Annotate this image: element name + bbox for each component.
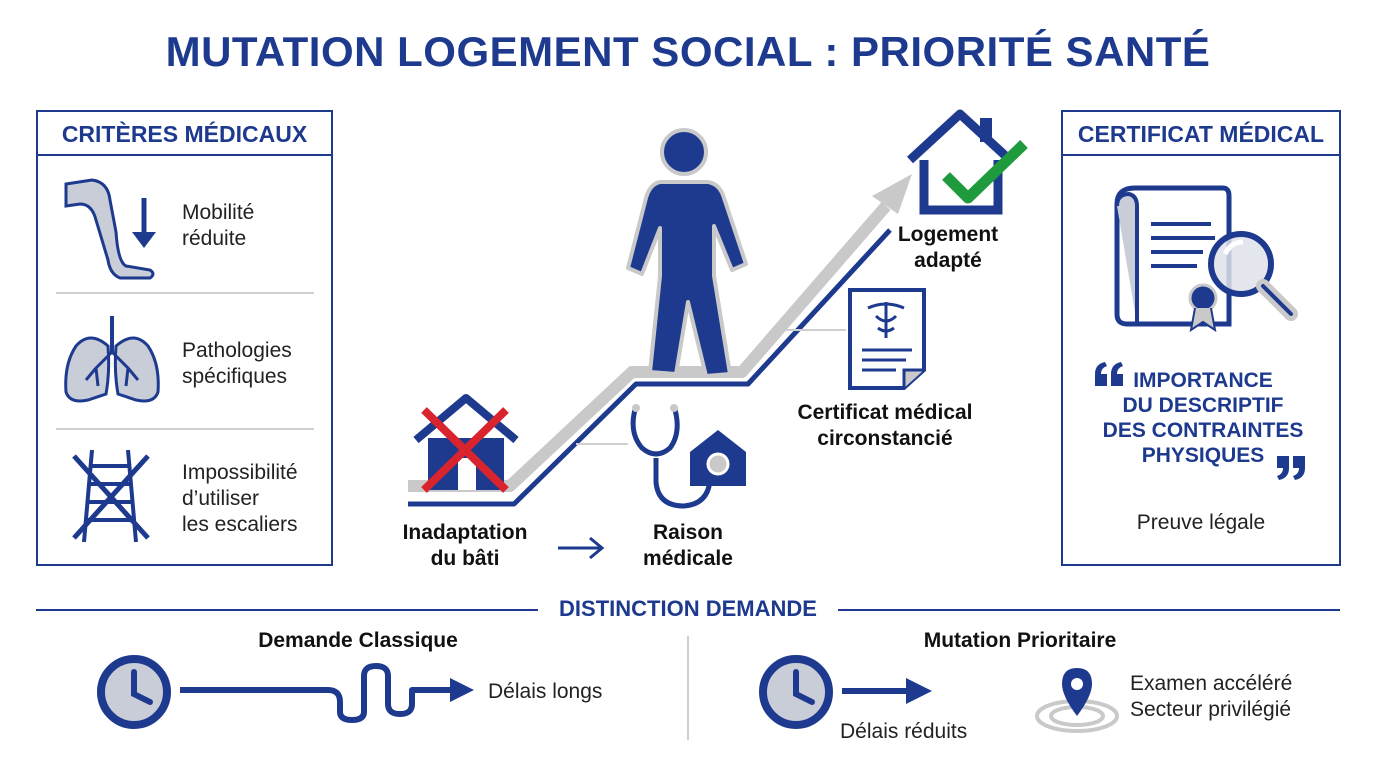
distinction-heading: DISTINCTION DEMANDE	[559, 596, 817, 621]
criteria-separator	[56, 428, 314, 430]
priority-benefits: Examen accéléré Secteur privilégié	[1130, 672, 1293, 721]
checked-house-icon	[906, 109, 1028, 215]
person-icon	[626, 128, 748, 378]
location-pin-icon	[1035, 668, 1119, 733]
section-rule-right	[838, 609, 1340, 611]
leg-icon	[64, 178, 156, 280]
criteria-item-pathologies: Pathologies spécifiques	[182, 339, 292, 388]
certificate-proof-label: Preuve légale	[1136, 511, 1266, 534]
start-label: Inadaptation du bâti	[402, 521, 528, 570]
lungs-icon	[64, 316, 160, 403]
clock-icon	[97, 655, 171, 729]
scroll-magnifier-icon	[1114, 185, 1298, 333]
middle-label: Raison médicale	[643, 521, 733, 570]
stethoscope-icon	[630, 404, 746, 509]
crossed-house-icon	[413, 394, 519, 493]
open-quote-icon	[1095, 362, 1123, 386]
crossed-ladder-icon	[72, 449, 150, 543]
certificate-panel-heading: CERTIFICAT MÉDICAL	[1063, 112, 1339, 156]
goal-label: Logement adapté	[897, 223, 999, 272]
arrow-right-icon	[558, 536, 605, 560]
close-quote-icon	[1277, 456, 1305, 480]
winding-arrow-icon	[180, 663, 474, 723]
certificate-label: Certificat médical circonstancié	[797, 401, 973, 450]
certificate-quote: IMPORTANCE DU DESCRIPTIF DES CONTRAINTES…	[1102, 369, 1304, 467]
criteria-separator	[56, 292, 314, 294]
priority-title: Mutation Prioritaire	[923, 629, 1117, 652]
section-rule-left	[36, 609, 538, 611]
classic-title: Demande Classique	[258, 629, 458, 652]
criteria-item-mobility: Mobilité réduite	[182, 201, 255, 250]
distinction-divider	[687, 636, 689, 740]
arrow-right-icon	[842, 678, 932, 704]
clock-icon	[759, 655, 833, 729]
certificate-panel: CERTIFICAT MÉDICAL IMPORTANCE DU DESCRIP…	[1061, 110, 1341, 566]
classic-caption: Délais longs	[488, 680, 603, 703]
criteria-panel: CRITÈRES MÉDICAUX Mobilité réduite Patho…	[36, 110, 333, 566]
medical-document-icon	[848, 288, 926, 390]
criteria-panel-heading: CRITÈRES MÉDICAUX	[38, 112, 331, 156]
page-title: MUTATION LOGEMENT SOCIAL : PRIORITÉ SANT…	[165, 28, 1211, 75]
criteria-item-stairs: Impossibilité d’utiliser les escaliers	[182, 461, 298, 536]
priority-caption: Délais réduits	[840, 720, 968, 743]
